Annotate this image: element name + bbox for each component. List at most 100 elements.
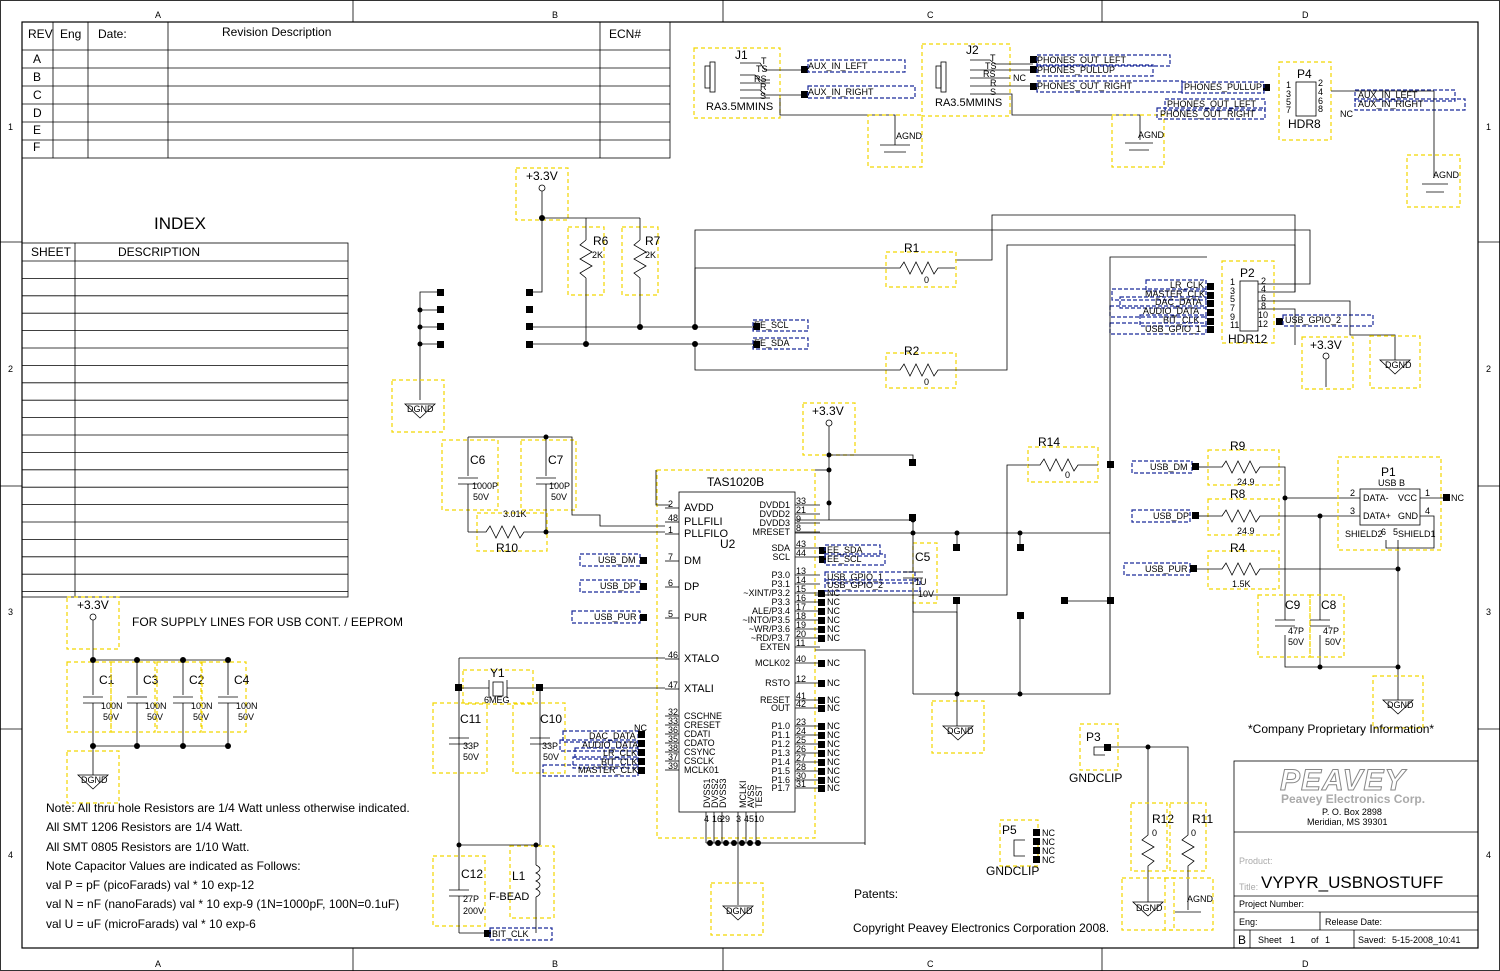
svg-text:5: 5: [1393, 527, 1398, 537]
gndclip-p3: P3 GNDCLIP: [1069, 723, 1189, 812]
u2-pin-num: 46: [668, 650, 678, 660]
u2-pin-num: 7: [668, 552, 673, 562]
nc-label: NC: [827, 615, 840, 625]
u2-pin-name: MCLK01: [684, 765, 719, 775]
zone-row-1: 1: [8, 122, 13, 132]
junction: [707, 840, 713, 846]
resistor-r1: R1 0: [885, 241, 957, 288]
u2-pin-name: CSYNC: [684, 747, 716, 757]
u2-pin-num: 15: [796, 584, 806, 594]
capacitor-c8: C8 47P 50V: [1309, 594, 1345, 658]
index-table: INDEX SHEET DESCRIPTION: [21, 214, 349, 598]
rev-c: C: [33, 88, 42, 102]
svg-text:0: 0: [1065, 470, 1070, 480]
revision-table: REV Eng Date: Revision Description ECN# …: [21, 21, 671, 159]
svg-text:PHONES_PULLUP: PHONES_PULLUP: [1184, 82, 1262, 92]
proprietary-note: *Company Proprietary Information*: [1248, 722, 1434, 736]
svg-text:DGND: DGND: [81, 775, 108, 785]
u2-pin-num: 47: [668, 680, 678, 690]
u2-pin-name: OUT: [771, 703, 791, 713]
u2-pin-name: P3.0: [771, 570, 790, 580]
svg-text:7: 7: [1230, 303, 1235, 313]
u2-pin-name: XTALO: [684, 653, 720, 665]
svg-text:2: 2: [1318, 78, 1323, 88]
net-phones-pullup: PHONES_PULLUP: [1037, 65, 1115, 75]
u2-usb-nets: USB_DM USB_DP USB_PUR EE_SDA EE_SCL USB_…: [571, 544, 921, 624]
nc-label: NC: [827, 633, 840, 643]
svg-text:2: 2: [1350, 488, 1355, 498]
svg-text:AUDIO_DATA: AUDIO_DATA: [1143, 306, 1199, 316]
svg-text:4: 4: [1318, 87, 1323, 97]
cap-value: 100N: [236, 701, 258, 711]
nc-label: NC: [827, 588, 840, 598]
project-number-label: Project Number:: [1239, 899, 1304, 909]
svg-text:6: 6: [1381, 527, 1386, 537]
svg-text:USB B: USB B: [1378, 478, 1405, 488]
resistor-r6: R6 2K: [567, 218, 609, 344]
j2-ref: J2: [966, 43, 979, 57]
svg-text:AGND: AGND: [896, 131, 923, 141]
dgnd-symbol-eeprom: DGND: [391, 379, 445, 433]
svg-text:50V: 50V: [1288, 637, 1304, 647]
agnd-symbol-1: AGND: [867, 114, 923, 168]
release-date-label: Release Date:: [1325, 917, 1382, 927]
u2-pin-name: P1.7: [771, 783, 790, 793]
svg-text:R10: R10: [496, 541, 518, 555]
u2-pin-num: 48: [668, 513, 678, 523]
eng-label: Eng:: [1239, 917, 1258, 927]
net-port: [638, 731, 645, 738]
svg-text:NC: NC: [1451, 493, 1464, 503]
v33-symbol-eeprom: +3.3V: [515, 167, 640, 221]
u2-codec-nets: NC DAC_DATA AUDIO_DATA LR_CLK BIT_CLK MA…: [542, 723, 647, 777]
product-label: Product:: [1239, 856, 1273, 866]
nc-label: NC: [827, 695, 840, 705]
nc-marker: [818, 723, 825, 730]
v33-symbol-p2: +3.3V: [1301, 336, 1354, 390]
title-block: PEAVEY Peavey Electronics Corp. P. O. Bo…: [1233, 760, 1479, 949]
u2-pin-name: CDATI: [684, 729, 710, 739]
svg-text:RS: RS: [754, 74, 767, 84]
u2-pin-num: 9: [796, 514, 801, 524]
u2-pin-num: 30: [796, 771, 806, 781]
svg-text:+3.3V: +3.3V: [77, 598, 109, 612]
zone-col-d-bottom: D: [1302, 959, 1309, 969]
nc-marker: [818, 705, 825, 712]
svg-text:1: 1: [1425, 488, 1430, 498]
nc-marker: [818, 680, 825, 687]
eeprom-footprint: EE_SCL EE_SDA: [417, 218, 885, 400]
svg-text:50V: 50V: [473, 492, 489, 502]
svg-text:33P: 33P: [542, 741, 558, 751]
resistor-r9: R9 24.9: [1207, 439, 1280, 487]
nc-marker: [818, 759, 825, 766]
revision-description-header: Revision Description: [222, 25, 331, 39]
u2-pin-num: 42: [796, 699, 806, 709]
note-line-2: All SMT 1206 Resistors are 1/4 Watt.: [46, 820, 243, 834]
svg-text:PHONES_OUT_RIGHT: PHONES_OUT_RIGHT: [1160, 109, 1256, 119]
cap-value: 100N: [101, 701, 123, 711]
nc-label: NC: [827, 739, 840, 749]
u2-pin-num: 41: [796, 691, 806, 701]
zone-row-1-right: 1: [1486, 122, 1491, 132]
u2-pin-num: 32: [668, 707, 678, 717]
svg-text:BIT_CLK: BIT_CLK: [1163, 315, 1200, 325]
svg-text:EE_SDA: EE_SDA: [754, 338, 790, 348]
u2-pin-name: P1.2: [771, 739, 790, 749]
capacitor-c6: C6 1000P 50V: [441, 437, 499, 532]
svg-text:P1: P1: [1381, 465, 1396, 479]
svg-text:VCC: VCC: [1398, 493, 1418, 503]
u2-pin-num: 29: [720, 814, 730, 824]
svg-text:24.9: 24.9: [1237, 477, 1255, 487]
u2-pin-num: 19: [796, 620, 806, 630]
u2-pin-num: 39: [668, 761, 678, 771]
u2-pin-num: 14: [796, 575, 806, 585]
svg-text:GNDCLIP: GNDCLIP: [1069, 771, 1122, 785]
svg-text:5: 5: [1230, 294, 1235, 304]
svg-text:DATA+: DATA+: [1363, 511, 1391, 521]
svg-text:50V: 50V: [463, 752, 479, 762]
svg-text:C12: C12: [461, 867, 483, 881]
zone-col-a: A: [155, 10, 161, 20]
net-phones-out-left: PHONES_OUT_LEFT: [1037, 55, 1127, 65]
u2-pin-num: 27: [796, 753, 806, 763]
u2-pin-name: DP: [684, 581, 699, 593]
